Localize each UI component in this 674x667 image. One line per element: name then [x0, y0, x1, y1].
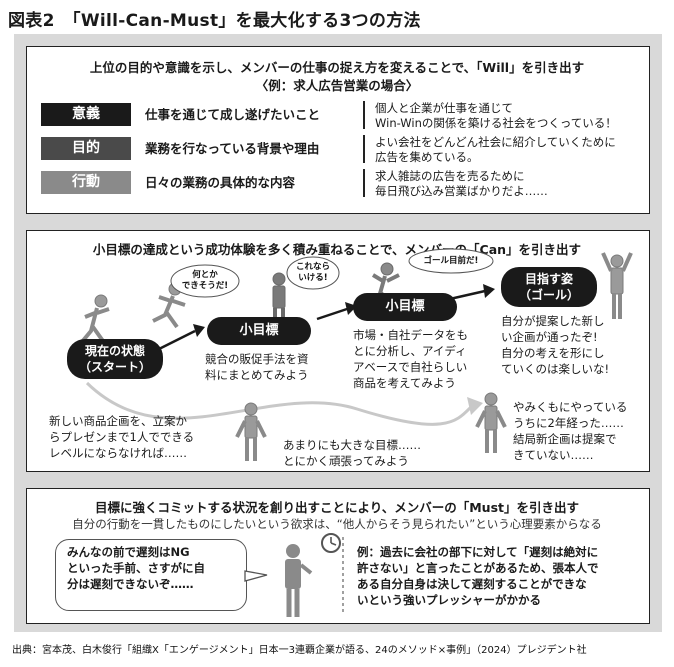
fail-desc: やみくもにやっている うちに2年経った…… 結局新企画は提案で きていない…… — [513, 399, 645, 463]
figure-title: 図表2 「Will-Can-Must」を最大化する3つの方法 — [8, 11, 421, 31]
big-goal-desc: あまりにも大きな目標…… とにかく頑張ってみよう — [283, 437, 453, 469]
speech-bubble — [170, 264, 240, 298]
text-line: レベルにならなければ…… — [49, 446, 187, 460]
desc-significance-2: Win-Winの関係を築ける社会をつくっている！ — [375, 116, 617, 130]
will-panel: 上位の目的や意識を示し、メンバーの仕事の捉え方を変えることで、「Will」を引き… — [14, 34, 662, 222]
text-line: ある自分自身は決して遅刻することができな — [357, 577, 587, 591]
divider — [363, 169, 365, 197]
small-goal-2-desc: 市場・自社データをも とに分析し、アイディ アベースで自社らしい 商品を考えてみ… — [353, 327, 483, 391]
will-heading: 上位の目的や意識を示し、メンバーの仕事の捉え方を変えることで、「Will」を引き… — [89, 60, 585, 75]
flow-arrow-2 — [316, 307, 348, 321]
desc-action-1: 求人雑誌の広告を売るために — [375, 169, 525, 183]
goal-desc: 自分が提案した新し い企画が通ったぞ! 自分の考えを形にし ていくのは楽しいな! — [501, 313, 621, 377]
can-flow-graphic — [79, 248, 633, 461]
goal-label-1: 目指す姿 — [524, 272, 573, 286]
text-line: 分は遅刻できないぞ…… — [67, 577, 194, 591]
start-node: 現在の状態 （スタート） — [67, 339, 163, 379]
small-goal-node-2: 小目標 — [353, 293, 457, 321]
text-line: あまりにも大きな目標…… — [283, 438, 421, 452]
small-goal-label-2: 小目標 — [385, 299, 425, 314]
speech-bubble-tail — [244, 570, 268, 582]
text-line: 商品を考えてみよう — [353, 376, 456, 390]
text-line: みんなの前で遅刻はNG — [67, 545, 190, 559]
bubble-text-1a: 何とか — [192, 270, 218, 280]
term-significance: 仕事を通じて成し遂げたいこと — [145, 107, 321, 122]
text-line: うちに2年経った…… — [513, 416, 624, 430]
text-line: 料にまとめてみよう — [205, 368, 309, 382]
must-panel: 目標に強くコミットする状況を創り出すことにより、メンバーの「Must」を引き出す… — [14, 480, 662, 632]
start-desc: 新しい商品企画を、立案か らプレゼンまで1人でできる レベルにならなければ…… — [49, 413, 219, 461]
label-significance: 意義 — [41, 103, 131, 126]
text-line: といった手前、さすがに自 — [67, 561, 205, 575]
text-line: 許さない」と言ったことがあるため、張本人で — [357, 561, 599, 575]
text-line: い企画が通ったぞ! — [501, 330, 598, 344]
term-action: 日々の業務の具体的な内容 — [145, 175, 296, 190]
text-line: 自分の考えを形にし — [501, 346, 605, 360]
text-line: 例：過去に会社の部下に対して「遅刻は絶対に — [357, 545, 599, 559]
label-action: 行動 — [41, 171, 131, 194]
speech-bubble — [408, 248, 494, 274]
bubble-text-1b: できそうだ! — [181, 281, 229, 291]
text-line: きていない…… — [513, 448, 594, 462]
must-example: 例：過去に会社の部下に対して「遅刻は絶対に 許さない」と言ったことがあるため、張… — [357, 544, 647, 608]
must-graphic — [244, 533, 344, 617]
will-subheading: 〈例：求人広告営業の場合〉 — [255, 78, 419, 93]
text-line: 結局新企画は提案で — [513, 432, 617, 446]
start-label-2: （スタート） — [78, 360, 151, 374]
person-figure — [475, 392, 507, 453]
must-heading: 目標に強くコミットする状況を創り出すことにより、メンバーの「Must」を引き出す — [94, 500, 579, 515]
text-line: とに分析し、アイディ — [353, 344, 467, 358]
speech-text: みんなの前で遅刻はNG といった手前、さすがに自 分は遅刻できないぞ…… — [67, 544, 243, 592]
text-line: 新しい商品企画を、立案か — [49, 414, 187, 428]
goal-node: 目指す姿 （ゴール） — [501, 267, 597, 307]
person-figure — [79, 294, 110, 345]
can-panel: 小目標の達成という成功体験を多く積み重ねることで、メンバーの「Can」を引き出す — [14, 222, 662, 480]
text-line: とにかく頑張ってみよう — [283, 454, 409, 468]
small-goal-label-1: 小目標 — [239, 323, 279, 338]
divider — [363, 101, 365, 129]
will-box: 上位の目的や意識を示し、メンバーの仕事の捉え方を変えることで、「Will」を引き… — [26, 46, 650, 214]
source-citation: 出典：宮本茂、白木俊行「組織X「エンゲージメント」日本一3連覇企業が語る、24の… — [12, 645, 587, 656]
text-line: 競合の販促手法を資 — [205, 352, 309, 366]
small-goal-node-1: 小目標 — [207, 317, 311, 345]
text-line: らプレゼンまで1人でできる — [49, 430, 195, 444]
person-figure — [285, 544, 313, 617]
text-line: いという強いプレッシャーがかかる — [357, 593, 541, 607]
desc-action-2: 毎日飛び込み営業ばかりだよ…… — [375, 184, 548, 198]
bubble-text-2b: いける! — [298, 273, 328, 283]
speech-bubble — [55, 539, 247, 611]
unplanned-path-arrow — [85, 381, 474, 426]
bubble-text-2a: これなら — [295, 262, 330, 272]
can-box: 小目標の達成という成功体験を多く積み重ねることで、メンバーの「Can」を引き出す — [26, 230, 650, 472]
speech-bubble — [286, 256, 340, 290]
flow-arrowhead-1 — [193, 324, 205, 337]
term-purpose: 業務を行なっている背景や理由 — [145, 141, 320, 156]
start-label-1: 現在の状態 — [84, 344, 145, 358]
goal-label-2: （ゴール） — [518, 288, 579, 302]
desc-significance-1: 個人と企業が仕事を通じて — [375, 101, 513, 115]
bubble-text-3: ゴール目前だ! — [423, 256, 479, 266]
unplanned-path-arrowhead — [467, 397, 483, 415]
text-line: 自分が提案した新し — [501, 314, 605, 328]
flow-arrow-1 — [154, 329, 196, 353]
person-figure — [601, 252, 633, 319]
must-box: 目標に強くコミットする状況を創り出すことにより、メンバーの「Must」を引き出す… — [26, 488, 650, 624]
text-line: 市場・自社データをも — [353, 328, 468, 342]
must-subheading: 自分の行動を一貫したものにしたいという欲求は、“他人からそう見られたい”という心… — [72, 517, 602, 531]
text-line: アベースで自社らしい — [353, 360, 468, 374]
label-purpose: 目的 — [41, 137, 131, 160]
desc-purpose-2: 広告を集めている。 — [375, 150, 479, 164]
text-line: ていくのは楽しいな! — [501, 362, 610, 376]
text-line: やみくもにやっている — [513, 400, 628, 414]
person-figure — [235, 402, 267, 461]
small-goal-1-desc: 競合の販促手法を資 料にまとめてみよう — [205, 351, 335, 383]
divider — [363, 135, 365, 163]
flow-arrowhead-3 — [483, 284, 495, 298]
desc-purpose-1: よい会社をどんどん社会に紹介していくために — [375, 135, 616, 149]
clock-icon — [321, 533, 341, 553]
